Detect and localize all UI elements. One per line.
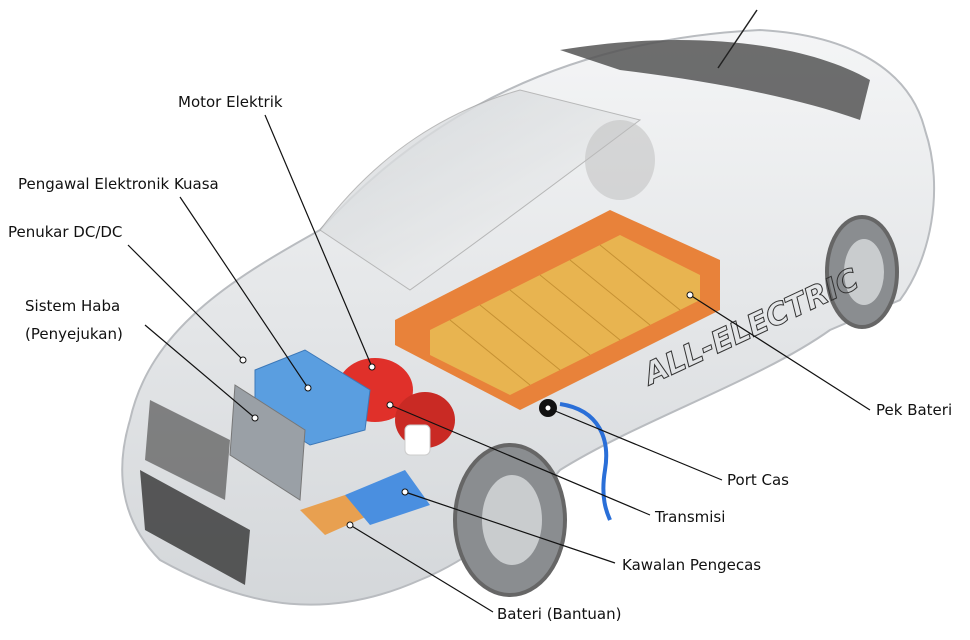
charger-control-box bbox=[345, 470, 430, 525]
roof bbox=[560, 40, 870, 120]
front-radiator bbox=[145, 400, 230, 500]
label-motor: Motor Elektrik bbox=[178, 93, 283, 111]
leader-lines bbox=[127, 114, 871, 613]
leader-motor bbox=[264, 114, 373, 368]
label-thermal-1: Sistem Haba bbox=[25, 297, 121, 315]
leader-charger-control bbox=[404, 491, 616, 564]
leader-thermal bbox=[144, 324, 256, 419]
antenna bbox=[717, 9, 758, 69]
leader-power-electronics bbox=[179, 196, 309, 389]
leader-dcdc bbox=[127, 244, 244, 361]
label-charger-control: Kawalan Pengecas bbox=[622, 556, 762, 574]
windshield bbox=[319, 89, 642, 291]
battery-cells bbox=[430, 235, 700, 395]
label-power-electronics: Pengawal Elektronik Kuasa bbox=[18, 175, 219, 193]
leader-aux-battery bbox=[349, 524, 494, 613]
leader-transmission bbox=[389, 404, 651, 516]
cell-lines bbox=[449, 244, 681, 386]
thermal-radiator bbox=[229, 384, 306, 501]
leader-charge-port bbox=[547, 407, 723, 481]
charge-cable bbox=[559, 402, 612, 521]
leader-dots bbox=[239, 291, 694, 529]
rear-wheel-hub bbox=[844, 239, 884, 305]
grille bbox=[140, 470, 250, 585]
label-thermal-2: (Penyejukan) bbox=[25, 325, 123, 343]
rear-left-wheel bbox=[585, 120, 655, 200]
coolant-reservoir bbox=[404, 424, 431, 456]
front-wheel-hub bbox=[482, 475, 542, 565]
label-aux-battery: Bateri (Bantuan) bbox=[497, 605, 622, 623]
label-transmission: Transmisi bbox=[655, 508, 726, 526]
label-charge-port: Port Cas bbox=[727, 471, 789, 489]
aux-battery-box bbox=[300, 495, 370, 535]
leader-battery-pack bbox=[689, 294, 871, 411]
label-dcdc: Penukar DC/DC bbox=[8, 223, 123, 241]
label-battery-pack: Pek Bateri bbox=[876, 401, 953, 419]
